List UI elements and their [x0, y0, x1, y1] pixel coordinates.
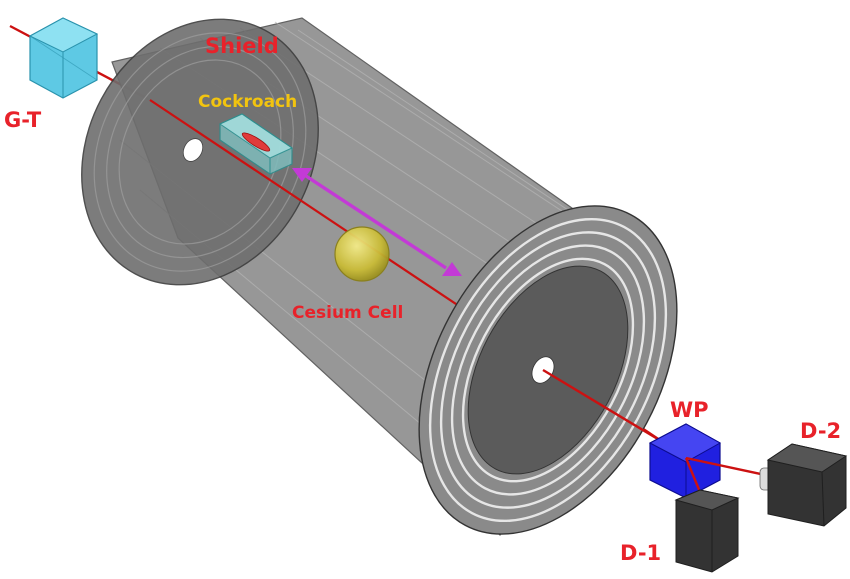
shield-end-cap-front	[418, 205, 678, 535]
movement-double-arrow-icon	[292, 168, 462, 276]
label-cesium-cell: Cesium Cell	[292, 303, 403, 323]
label-d2: D-2	[800, 419, 841, 443]
label-cockroach: Cockroach	[198, 92, 297, 112]
cockroach-specimen	[241, 132, 271, 152]
label-d1: D-1	[620, 541, 661, 565]
laser-beam-to-d1	[684, 457, 702, 493]
label-gt: G-T	[4, 108, 42, 132]
wp-cube-icon	[648, 423, 722, 499]
cesium-cell	[334, 226, 390, 282]
label-shield: Shield	[205, 34, 279, 58]
shield-hole-back	[182, 138, 204, 162]
laser-beam-to-d2	[685, 456, 771, 478]
gt-cube-icon	[28, 17, 99, 99]
detector-d1-icon	[674, 489, 740, 573]
detector-d2-icon	[759, 443, 848, 527]
label-wp: WP	[670, 398, 709, 422]
cockroach-box	[218, 113, 294, 175]
